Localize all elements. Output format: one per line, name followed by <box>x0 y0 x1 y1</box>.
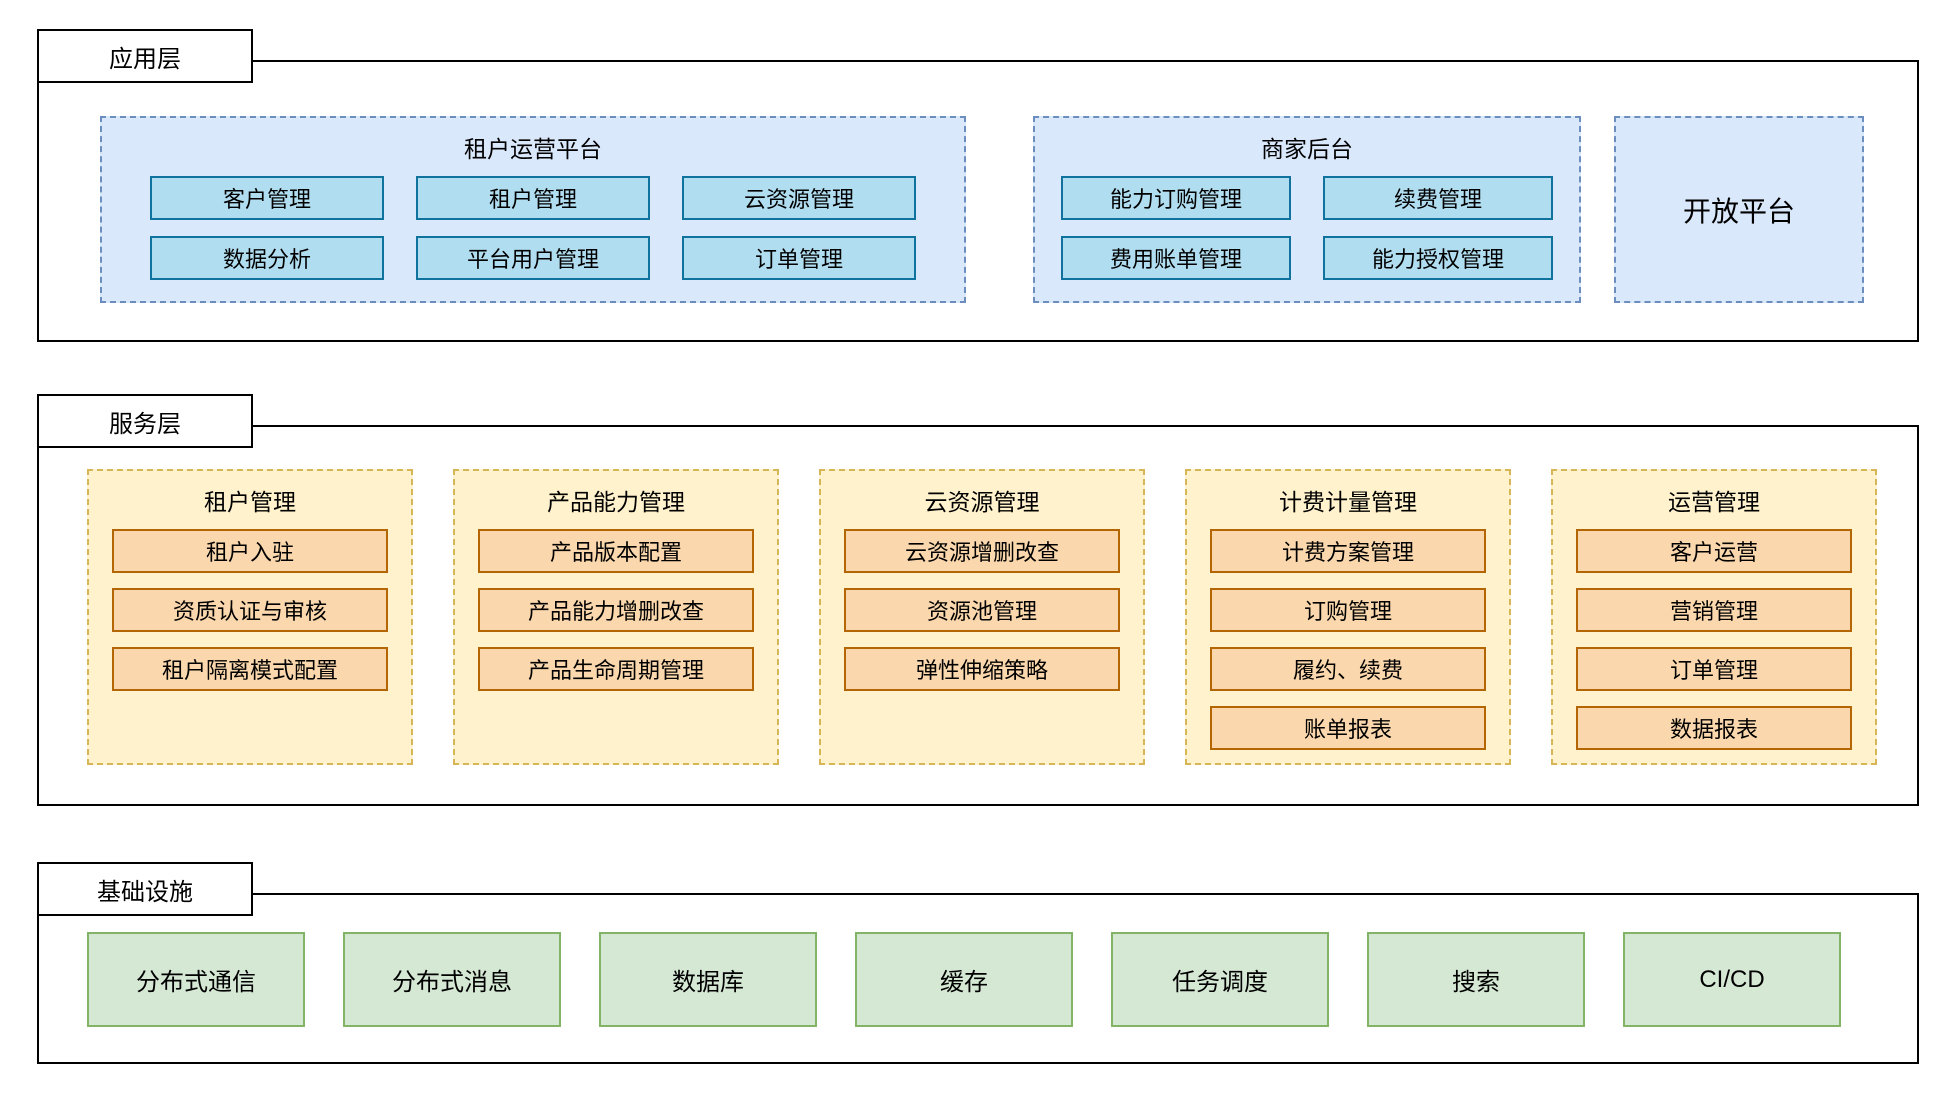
service-item-box: 账单报表 <box>1210 706 1486 750</box>
module-box: 费用账单管理 <box>1061 236 1291 280</box>
application-layer-label: 应用层 <box>109 45 181 73</box>
service-layer-label: 服务层 <box>109 410 181 438</box>
service-item-box: 订购管理 <box>1210 588 1486 632</box>
application-layer-tab: 应用层 <box>37 29 253 83</box>
group-title: 产品能力管理 <box>547 489 685 515</box>
merchant-backend-group: 商家后台 能力订购管理 续费管理 费用账单管理 能力授权管理 <box>1033 116 1581 303</box>
service-layer-tab: 服务层 <box>37 394 253 448</box>
cloud-resource-items: 云资源增删改查 资源池管理 弹性伸缩策略 <box>821 529 1143 691</box>
service-groups-row: 租户管理 租户入驻 资质认证与审核 租户隔离模式配置 产品能力管理 产品版本配置… <box>87 469 1877 765</box>
service-item-box: 资质认证与审核 <box>112 588 388 632</box>
billing-metering-items: 计费方案管理 订购管理 履约、续费 账单报表 <box>1187 529 1509 750</box>
module-box: 云资源管理 <box>682 176 916 220</box>
group-title: 商家后台 <box>1261 136 1353 162</box>
service-item-box: 弹性伸缩策略 <box>844 647 1120 691</box>
infra-box: CI/CD <box>1623 932 1841 1027</box>
open-platform-group: 开放平台 <box>1614 116 1864 303</box>
service-item-box: 资源池管理 <box>844 588 1120 632</box>
module-box: 能力授权管理 <box>1323 236 1553 280</box>
service-item-box: 客户运营 <box>1576 529 1852 573</box>
merchant-backend-modules: 能力订购管理 续费管理 费用账单管理 能力授权管理 <box>1035 176 1579 280</box>
service-item-box: 租户入驻 <box>112 529 388 573</box>
product-capability-items: 产品版本配置 产品能力增删改查 产品生命周期管理 <box>455 529 777 691</box>
product-capability-group: 产品能力管理 产品版本配置 产品能力增删改查 产品生命周期管理 <box>453 469 779 765</box>
group-title: 租户管理 <box>204 489 296 515</box>
module-box: 数据分析 <box>150 236 384 280</box>
infra-box: 分布式通信 <box>87 932 305 1027</box>
operation-mgmt-items: 客户运营 营销管理 订单管理 数据报表 <box>1553 529 1875 750</box>
infrastructure-boxes-row: 分布式通信 分布式消息 数据库 缓存 任务调度 搜索 CI/CD <box>87 932 1841 1027</box>
infra-box: 缓存 <box>855 932 1073 1027</box>
tenant-mgmt-group: 租户管理 租户入驻 资质认证与审核 租户隔离模式配置 <box>87 469 413 765</box>
group-title: 开放平台 <box>1682 195 1795 227</box>
infrastructure-layer-label: 基础设施 <box>97 878 193 906</box>
module-box: 客户管理 <box>150 176 384 220</box>
module-box: 平台用户管理 <box>416 236 650 280</box>
application-layer-section: 应用层 租户运营平台 客户管理 租户管理 云资源管理 数据分析 平台用户管理 订… <box>37 29 1919 342</box>
service-item-box: 租户隔离模式配置 <box>112 647 388 691</box>
service-item-box: 云资源增删改查 <box>844 529 1120 573</box>
infra-box: 任务调度 <box>1111 932 1329 1027</box>
service-item-box: 数据报表 <box>1576 706 1852 750</box>
group-title: 运营管理 <box>1668 489 1760 515</box>
infrastructure-layer-tab: 基础设施 <box>37 862 253 916</box>
service-item-box: 产品生命周期管理 <box>478 647 754 691</box>
cloud-resource-group: 云资源管理 云资源增删改查 资源池管理 弹性伸缩策略 <box>819 469 1145 765</box>
group-title: 租户运营平台 <box>464 136 602 162</box>
service-item-box: 计费方案管理 <box>1210 529 1486 573</box>
service-item-box: 订单管理 <box>1576 647 1852 691</box>
operation-mgmt-group: 运营管理 客户运营 营销管理 订单管理 数据报表 <box>1551 469 1877 765</box>
module-box: 能力订购管理 <box>1061 176 1291 220</box>
module-box: 订单管理 <box>682 236 916 280</box>
infra-box: 搜索 <box>1367 932 1585 1027</box>
tenant-mgmt-items: 租户入驻 资质认证与审核 租户隔离模式配置 <box>89 529 411 691</box>
tenant-operation-platform-group: 租户运营平台 客户管理 租户管理 云资源管理 数据分析 平台用户管理 订单管理 <box>100 116 966 303</box>
billing-metering-group: 计费计量管理 计费方案管理 订购管理 履约、续费 账单报表 <box>1185 469 1511 765</box>
module-box: 续费管理 <box>1323 176 1553 220</box>
service-item-box: 营销管理 <box>1576 588 1852 632</box>
infra-box: 分布式消息 <box>343 932 561 1027</box>
infra-box: 数据库 <box>599 932 817 1027</box>
group-title: 计费计量管理 <box>1279 489 1417 515</box>
service-item-box: 产品能力增删改查 <box>478 588 754 632</box>
service-item-box: 产品版本配置 <box>478 529 754 573</box>
module-box: 租户管理 <box>416 176 650 220</box>
tenant-operation-platform-modules: 客户管理 租户管理 云资源管理 数据分析 平台用户管理 订单管理 <box>102 176 964 280</box>
infrastructure-layer-section: 基础设施 分布式通信 分布式消息 数据库 缓存 任务调度 搜索 CI/CD <box>37 862 1919 1064</box>
service-layer-section: 服务层 租户管理 租户入驻 资质认证与审核 租户隔离模式配置 产品能力管理 产品… <box>37 394 1919 806</box>
service-item-box: 履约、续费 <box>1210 647 1486 691</box>
group-title: 云资源管理 <box>924 489 1040 515</box>
